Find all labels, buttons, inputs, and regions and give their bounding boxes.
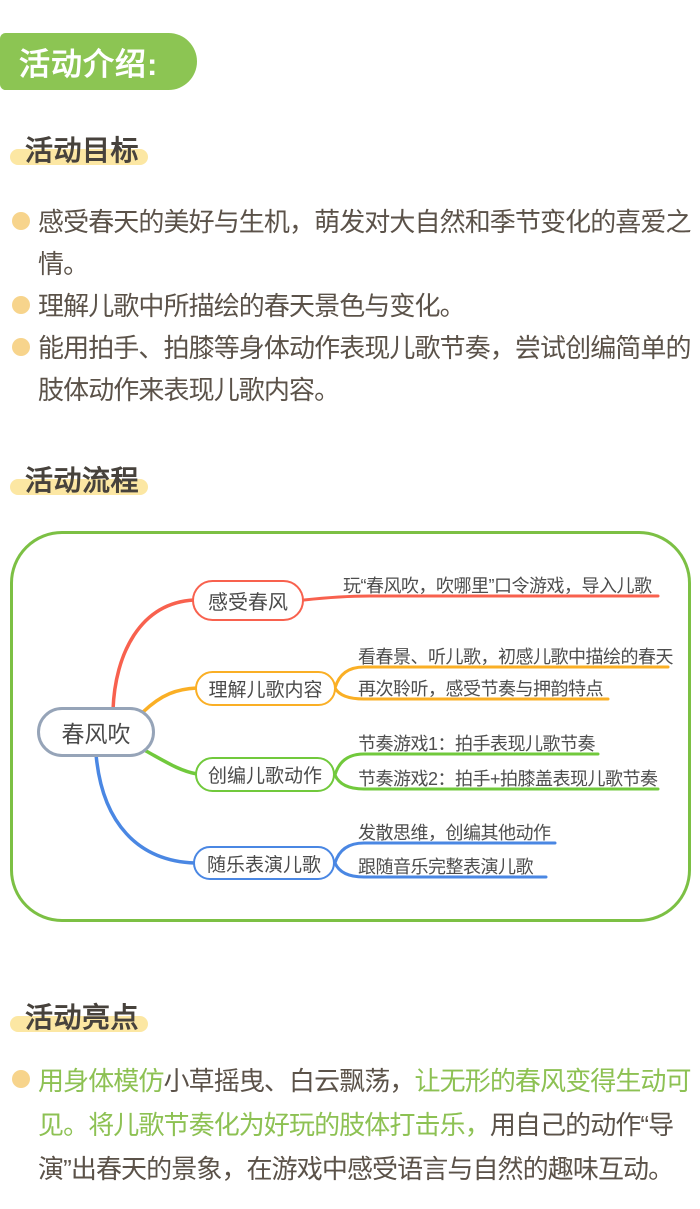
text-segment: 用自己的动作“导演”出春天的景象，在游戏中感受语言与自然的趣味互动。 — [38, 1110, 674, 1184]
section-heading-process: 活动流程 — [10, 459, 149, 496]
list-item: 理解儿歌中所描绘的春天景色与变化。 — [12, 285, 696, 327]
bullet-text: 用身体模仿小草摇曳、白云飘荡，让无形的春风变得生动可见。将儿歌节奏化为好玩的肢体… — [38, 1059, 696, 1191]
mindmap-branch-node: 理解儿歌内容 — [195, 671, 336, 706]
mindmap-subtopic: 玩“春风吹，吹哪里”口令游戏，导入儿歌 — [343, 576, 652, 596]
branch-3-curve — [144, 749, 199, 776]
section-heading-highlights: 活动亮点 — [10, 996, 149, 1033]
mindmap-panel: 春风吹 感受春风 理解儿歌内容 创编儿歌动作 随乐表演儿歌 玩“春风吹，吹哪里”… — [10, 531, 691, 922]
bullet-dot — [12, 1070, 30, 1088]
goals-bullet-list: 感受春天的美好与生机，萌发对大自然和季节变化的喜爱之情。 理解儿歌中所描绘的春天… — [12, 201, 696, 411]
mindmap-subtopic: 跟随音乐完整表演儿歌 — [358, 857, 534, 877]
bullet-dot — [12, 296, 30, 314]
mindmap-subtopic: 节奏游戏2：拍手+拍膝盖表现儿歌节奏 — [358, 769, 658, 789]
branch-4-item-underline — [333, 841, 557, 865]
mindmap-root-node: 春风吹 — [37, 707, 155, 757]
highlights-bullet-list: 用身体模仿小草摇曳、白云飘荡，让无形的春风变得生动可见。将儿歌节奏化为好玩的肢体… — [12, 1059, 696, 1191]
branch-2-item-underline — [333, 665, 670, 690]
branch-2-curve — [141, 686, 199, 714]
mindmap-subtopic: 发散思维，创编其他动作 — [358, 823, 551, 843]
heading-highlight-bar — [10, 1016, 149, 1032]
branch-1-item-underline — [302, 594, 660, 602]
branch-4-item-underline — [333, 861, 548, 879]
mindmap-subtopic: 节奏游戏1：拍手表现儿歌节奏 — [358, 734, 596, 754]
page-title-badge: 活动介绍: — [0, 33, 197, 90]
text-segment: 小草摇曳、白云飘荡， — [163, 1066, 416, 1096]
branch-1-curve — [111, 598, 196, 712]
bullet-text: 感受春天的美好与生机，萌发对大自然和季节变化的喜爱之情。 — [38, 207, 692, 279]
mindmap-branch-node: 创编儿歌动作 — [195, 757, 335, 792]
branch-4-curve — [94, 752, 197, 865]
list-item: 用身体模仿小草摇曳、白云飘荡，让无形的春风变得生动可见。将儿歌节奏化为好玩的肢体… — [12, 1059, 696, 1191]
text-segment: 让无形的春风变得生动可见。将儿歌节奏化为好玩的肢体打击乐， — [38, 1066, 692, 1140]
mindmap-connectors — [94, 594, 670, 879]
bullet-text: 能用拍手、拍膝等身体动作表现儿歌节奏，尝试创编简单的肢体动作来表现儿歌内容。 — [38, 333, 692, 405]
mindmap-subtopic: 看春景、听儿歌，初感儿歌中描绘的春天 — [358, 647, 674, 667]
bullet-dot — [12, 212, 30, 230]
branch-2-item-underline — [333, 686, 610, 701]
list-item: 感受春天的美好与生机，萌发对大自然和季节变化的喜爱之情。 — [12, 201, 696, 285]
text-segment: 用身体模仿 — [38, 1066, 164, 1096]
heading-text: 活动流程 — [25, 465, 140, 496]
list-item: 能用拍手、拍膝等身体动作表现儿歌节奏，尝试创编简单的肢体动作来表现儿歌内容。 — [12, 327, 696, 411]
heading-highlight-bar — [10, 149, 149, 165]
mindmap-subtopic: 再次聆听，感受节奏与押韵特点 — [358, 679, 604, 699]
bullet-text: 理解儿歌中所描绘的春天景色与变化。 — [38, 291, 466, 321]
bullet-dot — [12, 338, 30, 356]
mindmap-branch-node: 感受春风 — [192, 580, 304, 621]
section-heading-goals: 活动目标 — [10, 129, 149, 166]
branch-3-item-underline — [333, 773, 660, 791]
heading-highlight-bar — [10, 479, 149, 495]
branch-3-item-underline — [333, 752, 600, 777]
heading-text: 活动亮点 — [25, 1002, 140, 1033]
heading-text: 活动目标 — [25, 135, 140, 166]
mindmap-branch-node: 随乐表演儿歌 — [193, 846, 335, 880]
